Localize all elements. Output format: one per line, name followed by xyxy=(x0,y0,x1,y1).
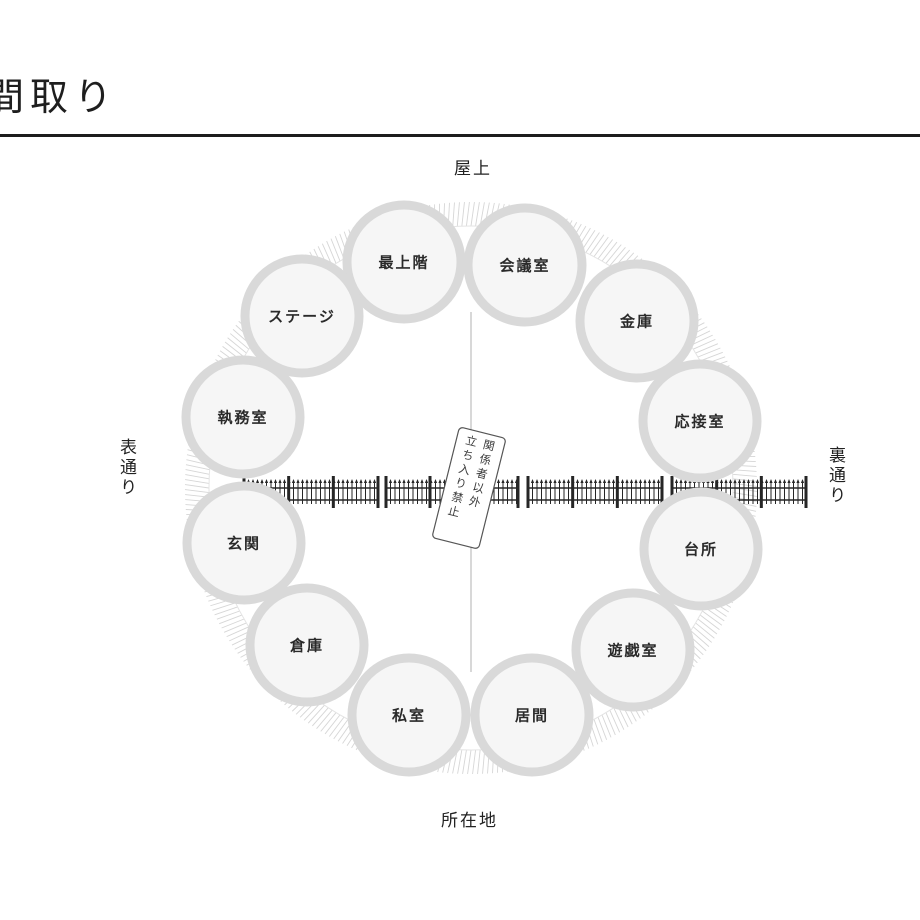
room-circle xyxy=(342,200,466,324)
room-circle xyxy=(182,481,306,605)
room-game-room: 遊戯室 xyxy=(571,588,695,712)
sign-board xyxy=(432,427,506,549)
room-living-room: 居間 xyxy=(470,653,594,777)
room-label: 倉庫 xyxy=(289,637,324,655)
fence-segment xyxy=(670,476,808,508)
direction-label-right: 裏通り xyxy=(825,446,845,506)
room-vault: 金庫 xyxy=(575,259,699,383)
room-reception-room: 応接室 xyxy=(638,359,762,483)
room-circle xyxy=(245,583,369,707)
fence-segment xyxy=(526,476,664,508)
room-private-room: 私室 xyxy=(347,653,471,777)
room-office: 執務室 xyxy=(181,355,305,479)
room-circle xyxy=(347,653,471,777)
room-kitchen: 台所 xyxy=(639,487,763,611)
room-storehouse: 倉庫 xyxy=(245,583,369,707)
room-entrance: 玄関 xyxy=(182,481,306,605)
room-meeting-room: 会議室 xyxy=(463,203,587,327)
room-label: 台所 xyxy=(684,541,718,559)
room-circle xyxy=(463,203,587,327)
room-circle xyxy=(575,259,699,383)
room-top-floor: 最上階 xyxy=(342,200,466,324)
room-circle xyxy=(571,588,695,712)
direction-label-left: 表通り xyxy=(116,438,136,498)
page-title: 間取り xyxy=(0,75,119,119)
room-label: 金庫 xyxy=(619,313,654,331)
room-circle xyxy=(639,487,763,611)
room-circle xyxy=(470,653,594,777)
room-circle xyxy=(181,355,305,479)
room-stage: ステージ xyxy=(240,254,364,378)
room-label: 居間 xyxy=(515,707,549,725)
room-label: 遊戯室 xyxy=(607,642,658,660)
room-label: 会議室 xyxy=(499,257,550,275)
room-label: 玄関 xyxy=(227,535,261,553)
title-divider xyxy=(0,134,920,137)
room-label: 私室 xyxy=(391,707,426,725)
direction-label-top: 屋上 xyxy=(454,159,492,179)
no-entry-sign: 関係者以外 立ち入り禁止 xyxy=(432,427,506,549)
sign-line-1: 関係者以外 xyxy=(468,437,497,510)
room-label: 最上階 xyxy=(378,254,429,272)
room-circle xyxy=(240,254,364,378)
room-label: ステージ xyxy=(268,308,336,326)
room-label: 執務室 xyxy=(217,409,268,427)
room-circle xyxy=(638,359,762,483)
room-label: 応接室 xyxy=(674,413,725,431)
direction-label-bottom: 所在地 xyxy=(441,811,498,831)
sign-line-2: 立ち入り禁止 xyxy=(447,433,480,520)
